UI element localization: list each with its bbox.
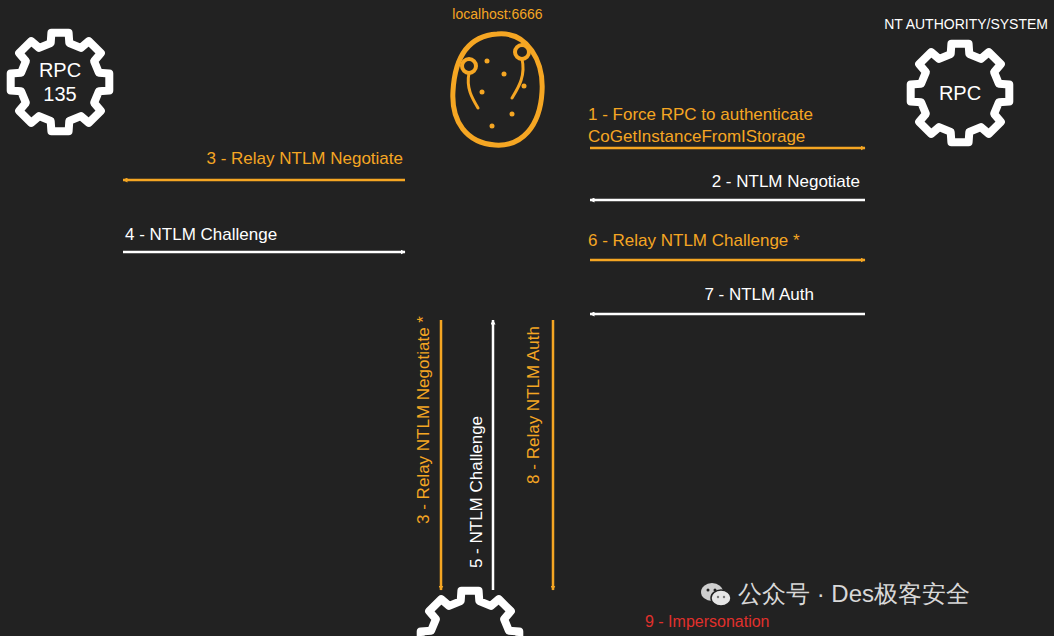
arrow-connector: [552, 320, 555, 590]
arrow-connector: [590, 259, 865, 262]
edge-label: 3 - Relay NTLM Negotiate: [206, 148, 403, 170]
edge-label: 2 - NTLM Negotiate: [712, 171, 860, 193]
arrow-connector: [123, 179, 405, 182]
potato-eye: [485, 59, 490, 64]
gear-icon: [0, 22, 120, 142]
node-label: RPC 135: [32, 58, 88, 106]
node-box: NT AUTHORITY/SYSTEM RPC: [865, 12, 1050, 330]
arrow-connector: [440, 320, 443, 590]
edge-label: 8 - Relay NTLM Auth: [523, 326, 545, 484]
earbud-wire: [512, 59, 523, 98]
potato-eye: [502, 72, 507, 77]
node-label: NT AUTHORITY/SYSTEM: [865, 16, 1048, 33]
gear-outline: [911, 44, 1010, 143]
node-label: localhost:6666: [405, 6, 590, 23]
node-box: RPC 135: [5, 30, 123, 290]
gear-outline: [11, 33, 110, 132]
arrow-connector: [590, 147, 865, 150]
arrow-connector: [590, 199, 865, 202]
potato-eye: [480, 90, 485, 95]
earbud-wire: [468, 73, 478, 108]
edge-label: 4 - NTLM Challenge: [125, 224, 277, 246]
node-label: RPC: [930, 81, 990, 105]
arrow-connector: [590, 313, 865, 316]
edge-label: 7 - NTLM Auth: [704, 284, 814, 306]
potato-eye: [522, 84, 527, 89]
wechat-icon: [700, 581, 732, 609]
node-label: 9 - Impersonation: [645, 612, 805, 631]
earbud: [515, 45, 529, 59]
edge-label: 5 - NTLM Challenge: [466, 416, 488, 568]
edge-label: 1 - Force RPC to authenticate CoGetInsta…: [588, 104, 850, 148]
watermark: 公众号 · Des极客安全: [738, 578, 970, 610]
earbud: [462, 59, 476, 73]
edge-label: 3 - Relay NTLM Negotiate *: [413, 316, 435, 524]
potato-icon: [442, 26, 552, 151]
gear-outline: [421, 591, 520, 636]
potato-body: [453, 34, 542, 145]
node-box: localhost:6666: [405, 4, 590, 320]
potato-eye: [510, 112, 515, 117]
potato-eye: [490, 124, 495, 129]
gear-icon: [410, 580, 530, 636]
edge-label: 6 - Relay NTLM Challenge *: [588, 230, 800, 252]
arrow-connector: [123, 251, 405, 254]
arrow-connector: [492, 320, 495, 590]
